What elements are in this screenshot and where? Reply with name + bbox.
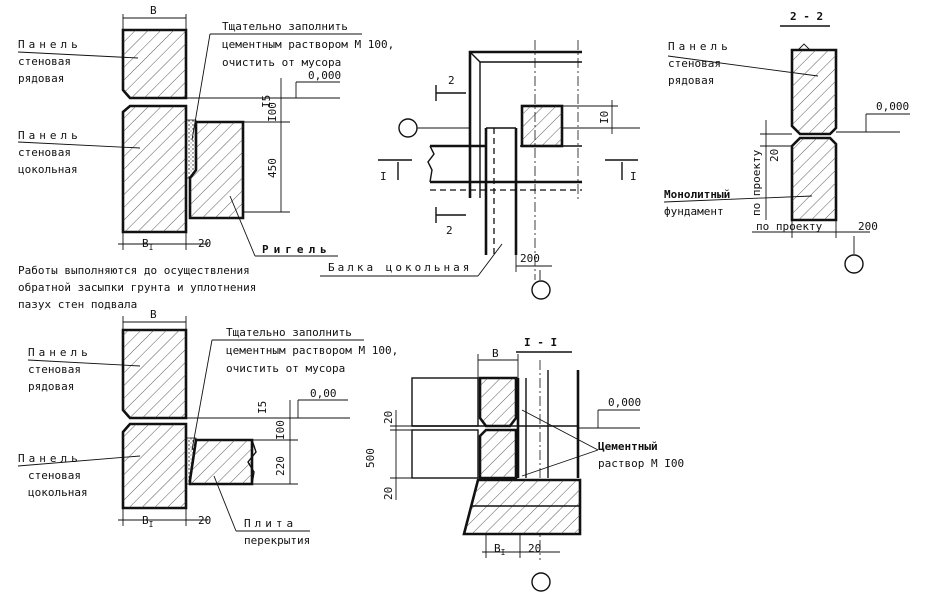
dim-200-2: 200 — [858, 220, 878, 233]
dim-b: B — [150, 4, 157, 17]
dim-b1-4: BI — [142, 514, 154, 529]
dim-500: 500 — [364, 448, 377, 468]
label-foundation: фундамент — [664, 205, 724, 218]
mortar-fill — [185, 119, 197, 179]
label-wall-2: стеновая — [18, 146, 71, 159]
label-beam: Ригель — [262, 243, 332, 256]
label-monolithic: Монолитный — [664, 188, 730, 201]
note-line-2: обратной засыпки грунта и уплотнения — [18, 281, 256, 294]
dim-450: 450 — [266, 158, 279, 178]
dim-100: I00 — [266, 102, 279, 122]
label-slab: Плита — [244, 517, 297, 530]
level-0000-5: 0,000 — [608, 396, 641, 409]
axis-marker-3 — [844, 254, 864, 274]
label-floor: перекрытия — [244, 534, 310, 547]
note-fill-1: Тщательно заполнить — [222, 20, 348, 33]
label-wall-4b: стеновая — [28, 469, 81, 482]
label-wall-4: стеновая — [28, 363, 81, 376]
general-note: Работы выполняются до осуществления обра… — [18, 264, 256, 311]
dim-15-4: I5 — [256, 401, 269, 414]
dim-20-5c: 20 — [528, 542, 541, 555]
label-panel: Панель — [18, 38, 82, 51]
dim-20-5a: 20 — [382, 411, 395, 424]
label-wall-3: стеновая — [668, 57, 721, 70]
label-wall: стеновая — [18, 55, 71, 68]
detail-5: I - I B 20 500 20 — [364, 336, 684, 592]
label-plinth: цокольная — [18, 163, 78, 176]
label-plinth-4b: цокольная — [28, 486, 88, 499]
note-fill-4b: цементным раствором М 100, — [226, 344, 398, 357]
note-fill-4c: очистить от мусора — [226, 362, 345, 375]
note-fill-3: очистить от мусора — [222, 56, 341, 69]
note-line-3: пазух стен подвала — [18, 298, 137, 311]
label-row-4: рядовая — [28, 380, 74, 393]
label-panel-4b: Панель — [18, 452, 82, 465]
dim-10: I0 — [598, 111, 611, 124]
level-0000: 0,000 — [308, 69, 341, 82]
axis-marker-5 — [531, 572, 551, 592]
dim-b-4: B — [150, 308, 157, 321]
label-panel-2: Панель — [18, 129, 82, 142]
label-cement: Цементный — [598, 440, 658, 453]
section-mark-1-left: I — [380, 170, 387, 183]
dim-b1: BI — [142, 237, 154, 252]
dim-220-4: 220 — [274, 456, 287, 476]
label-row-3: рядовая — [668, 74, 714, 87]
label-panel-4: Панель — [28, 346, 92, 359]
label-row: рядовая — [18, 72, 64, 85]
detail-3: 2 - 2 0,000 20 по проекту по проекту 200… — [663, 10, 910, 274]
axis-marker-bottom — [531, 280, 551, 300]
section-mark-2-bottom: 2 — [446, 224, 453, 237]
dim-200: 200 — [520, 252, 540, 265]
slab-lower — [411, 429, 479, 479]
dim-20-5b: 20 — [382, 487, 395, 500]
detail-2: 2 2 I I I0 200 Балка цокольная — [320, 40, 640, 300]
label-mortar: раствор М I00 — [598, 457, 684, 470]
section-mark-2-top: 2 — [448, 74, 455, 87]
label-panel-3: Панель — [668, 40, 732, 53]
dim-20: 20 — [198, 237, 211, 250]
dim-20-v: 20 — [768, 149, 781, 162]
dim-100-4: I00 — [274, 420, 287, 440]
dim-by-design-h: по проекту — [756, 220, 823, 233]
dim-b1-5: BI — [494, 542, 506, 557]
note-line-1: Работы выполняются до осуществления — [18, 264, 250, 277]
note-fill-2: цементным раствором М 100, — [222, 38, 394, 51]
dim-b-5: B — [492, 347, 499, 360]
detail-1: B BI 20 I5 I00 450 0,000 Панель стеновая… — [17, 4, 394, 257]
label-plinth-beam: Балка цокольная — [328, 261, 472, 274]
dim-by-design-v: по проекту — [750, 149, 763, 216]
section-mark-1-right: I — [630, 170, 637, 183]
detail-4: B BI 20 I5 I00 220 0,00 Панель стеновая … — [17, 308, 398, 547]
level-000-4: 0,00 — [310, 387, 337, 400]
dim-20-4: 20 — [198, 514, 211, 527]
slab-upper — [411, 377, 479, 427]
axis-marker-left — [398, 118, 418, 138]
section-title-2-2: 2 - 2 — [790, 10, 823, 23]
note-fill-4a: Тщательно заполнить — [226, 326, 352, 339]
level-0000-2: 0,000 — [876, 100, 909, 113]
section-title-1-1: I - I — [524, 336, 557, 349]
